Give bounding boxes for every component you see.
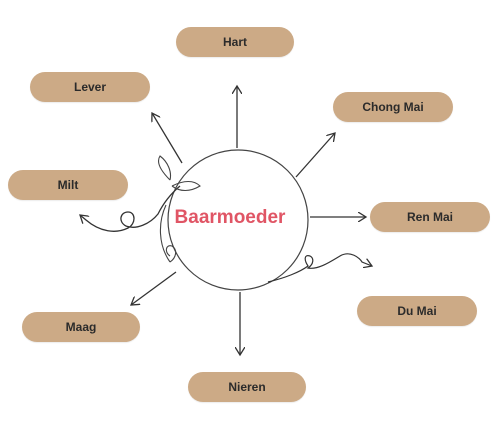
- node-du-mai-label: Du Mai: [397, 304, 437, 318]
- arrow-chong-mai: [295, 133, 335, 178]
- node-lever-label: Lever: [73, 80, 107, 94]
- node-du-mai: Du Mai: [357, 296, 477, 326]
- node-hart-label: Hart: [222, 35, 247, 49]
- node-ren-mai: Ren Mai: [370, 202, 490, 232]
- node-milt-label: Milt: [57, 178, 79, 192]
- node-nieren: Nieren: [188, 372, 306, 402]
- heart-squiggle-icon: [267, 253, 372, 283]
- leaf-vine-icon: [157, 155, 201, 263]
- arrow-maag: [131, 271, 177, 305]
- arrow-lever: [152, 113, 183, 164]
- decorative-swirl-left: [80, 185, 181, 232]
- node-maag: Maag: [22, 312, 140, 342]
- node-maag-label: Maag: [65, 320, 97, 334]
- center-circle: [167, 149, 309, 291]
- node-hart: Hart: [176, 27, 294, 57]
- node-chong-mai: Chong Mai: [333, 92, 453, 122]
- node-lever: Lever: [30, 72, 150, 102]
- node-nieren-label: Nieren: [228, 380, 266, 394]
- node-chong-mai-label: Chong Mai: [362, 100, 424, 114]
- center-label: Baarmoeder: [174, 207, 286, 228]
- node-milt: Milt: [8, 170, 128, 200]
- node-ren-mai-label: Ren Mai: [406, 210, 453, 224]
